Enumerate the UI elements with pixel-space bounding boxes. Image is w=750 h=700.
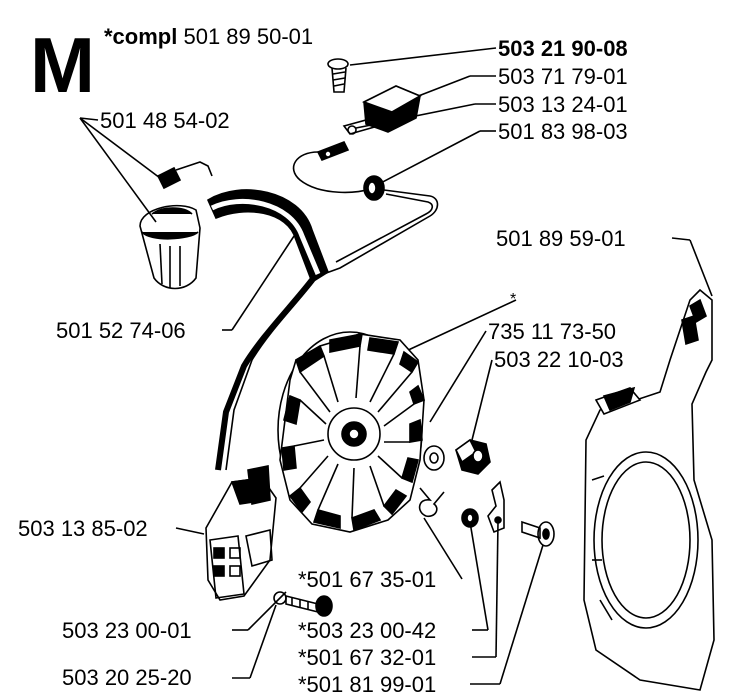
callout-spring: *501 67 35-01 xyxy=(298,567,437,592)
callout-washer: 503 22 10-03 xyxy=(494,347,624,372)
ignition-switch-part xyxy=(342,85,422,135)
flywheel-part xyxy=(277,331,426,533)
assembly-note-part-number: 501 89 50-01 xyxy=(183,24,314,49)
ignition-module-part xyxy=(205,465,277,601)
pawl-bolt-part xyxy=(521,520,555,547)
section-letter: M xyxy=(30,21,95,109)
callout-small-washer: *503 23 00-42 xyxy=(298,618,437,643)
callout-module-screw: 503 23 00-01 xyxy=(62,618,192,643)
flywheel-nut-part xyxy=(454,438,491,475)
callout-short-circuit-cable: 501 83 98-03 xyxy=(498,119,628,144)
spring-part xyxy=(418,487,445,518)
leader-lines xyxy=(79,47,713,685)
callout-pawl-bolt: *501 81 99-01 xyxy=(298,672,437,697)
assembly-note-prefix: *compl xyxy=(104,24,178,49)
short-circuit-cable-part xyxy=(292,140,439,277)
side-plate-part xyxy=(583,288,715,691)
small-washer-part xyxy=(461,508,479,528)
screw-part xyxy=(327,58,349,93)
module-screw-part xyxy=(273,591,333,617)
washer-part xyxy=(423,445,445,471)
pawl-part xyxy=(487,480,505,534)
callout-ignition-module: 503 13 85-02 xyxy=(18,516,148,541)
ignition-lead-part xyxy=(215,275,319,471)
callout-pawl: *501 67 32-01 xyxy=(298,645,437,670)
callout-crankcase-side-plate: 501 89 59-01 xyxy=(496,226,626,251)
callout-spark-plug-cap: 501 48 54-02 xyxy=(100,108,230,133)
callout-ignition-lead: 501 52 74-06 xyxy=(56,318,186,343)
callout-screw: 503 21 90-08 xyxy=(498,36,628,61)
spark-plug-cap-part xyxy=(139,161,213,290)
boot-tube-part xyxy=(206,189,329,284)
assembly-note: *compl 501 89 50-01 xyxy=(104,24,313,50)
callout-ignition-switch: 503 71 79-01 xyxy=(498,64,628,89)
callout-flywheel-nut: 735 11 73-50 xyxy=(488,319,617,344)
flywheel-marker: * xyxy=(510,291,517,308)
callout-module-washer: 503 20 25-20 xyxy=(62,665,192,690)
callout-cable-terminal: 503 13 24-01 xyxy=(498,92,628,117)
